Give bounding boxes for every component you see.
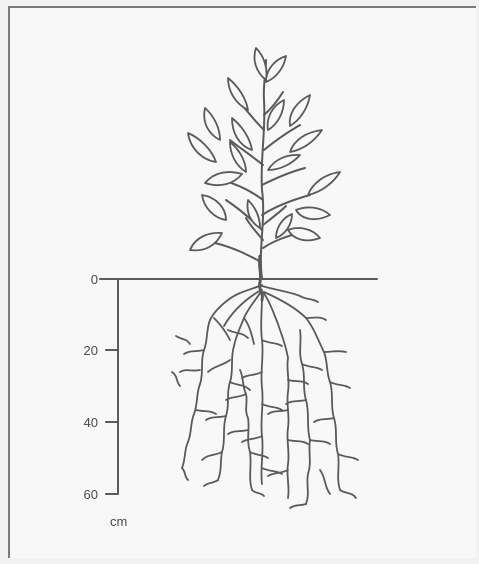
root-system [172,256,358,508]
leaf [288,228,320,240]
leaf [290,95,310,126]
leaf [232,118,252,150]
depth-label-60: 60 [64,487,98,502]
leaf [190,233,222,251]
leaf [308,172,340,195]
depth-label-40: 40 [64,415,98,430]
leaf [268,100,284,130]
leaf [205,172,242,185]
leaf [296,207,330,219]
leaf [202,195,226,220]
leaf [188,133,216,162]
leaf [268,155,300,170]
leaf [276,214,292,238]
leaf [204,108,220,140]
depth-label-20: 20 [64,343,98,358]
leaf [254,48,266,80]
plant-shoot [215,60,310,278]
depth-axis [106,279,118,494]
leaf [228,78,248,110]
leaf [266,56,286,82]
main-stem [261,60,266,278]
depth-unit-label: cm [110,514,127,529]
leaf [290,130,322,152]
depth-label-0: 0 [64,272,98,287]
